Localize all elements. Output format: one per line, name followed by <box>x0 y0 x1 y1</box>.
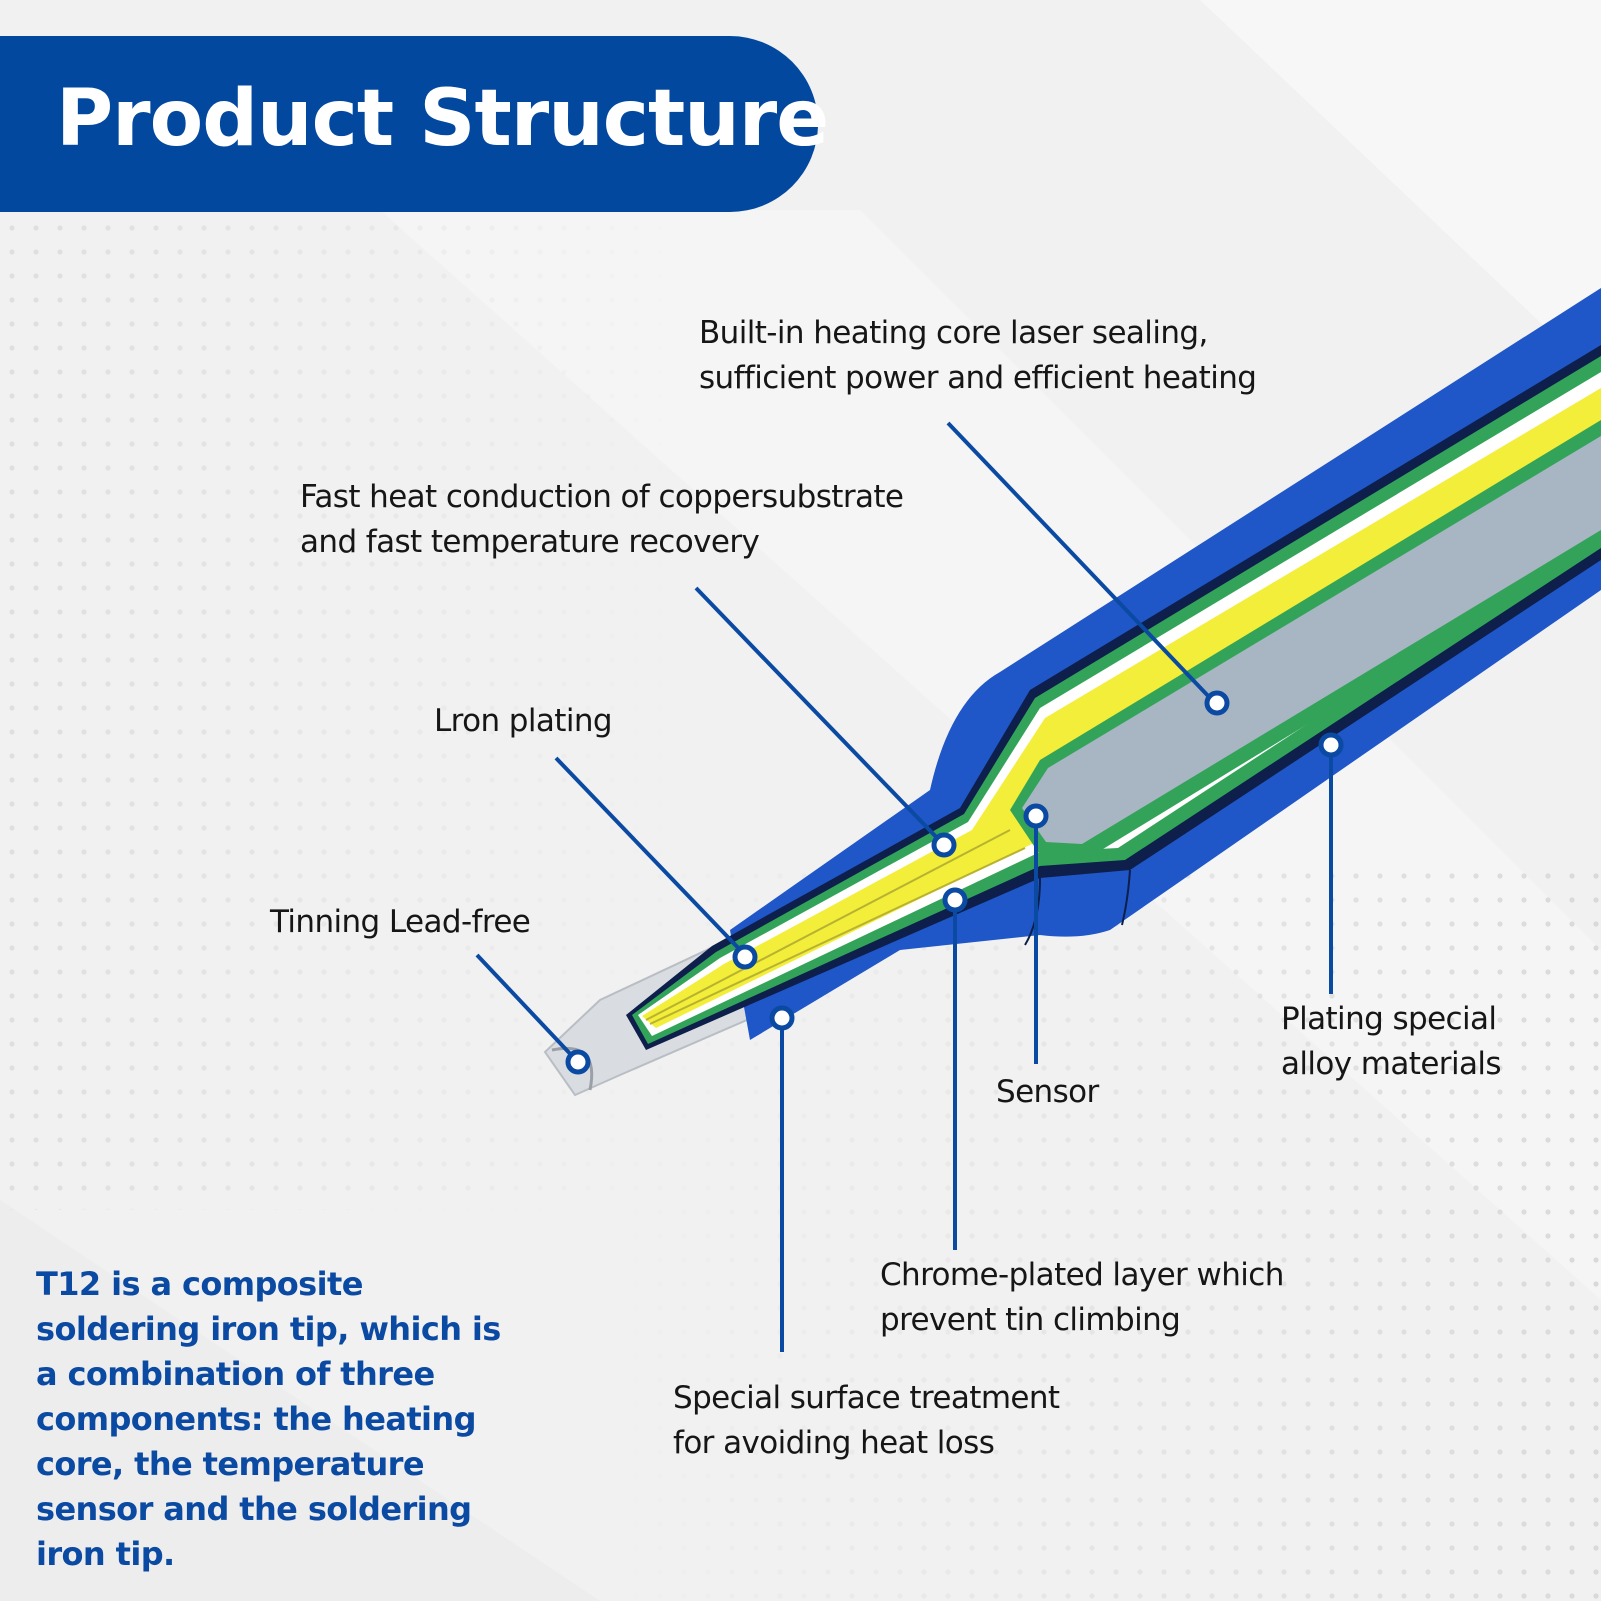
callout-tinning: Tinning Lead-free <box>270 900 531 945</box>
callout-heating-core: Built-in heating core laser sealing, suf… <box>699 311 1257 401</box>
callout-surface: Special surface treatment for avoiding h… <box>673 1376 1060 1466</box>
marker-sensor <box>1023 803 1049 829</box>
marker-copper-substrate <box>931 832 957 858</box>
leader-line-iron-plating <box>554 756 747 957</box>
callout-copper-substrate: Fast heat conduction of coppersubstrate … <box>300 475 904 565</box>
callout-line: Plating special <box>1281 1001 1497 1037</box>
description-line: a combination of three <box>36 1355 435 1393</box>
marker-alloy <box>1318 732 1344 758</box>
callout-line: prevent tin climbing <box>880 1302 1181 1338</box>
description-line: core, the temperature <box>36 1445 425 1483</box>
copper-substrate-layer <box>642 388 1601 1028</box>
leader-line-tinning <box>475 953 578 1062</box>
description-line: soldering iron tip, which is <box>36 1310 501 1348</box>
callout-line: Lron plating <box>434 703 613 739</box>
marker-heating-core <box>1204 690 1230 716</box>
inner-line <box>649 847 1026 1025</box>
callout-line: Special surface treatment <box>673 1380 1060 1416</box>
callout-line: alloy materials <box>1281 1046 1502 1082</box>
callout-chrome: Chrome-plated layer which prevent tin cl… <box>880 1253 1284 1343</box>
product-description: T12 is a composite soldering iron tip, w… <box>36 1262 506 1577</box>
description-line: sensor and the soldering <box>36 1490 472 1528</box>
callout-line: Tinning Lead-free <box>270 904 531 940</box>
callout-line: and fast temperature recovery <box>300 524 760 560</box>
marker-surface <box>769 1005 795 1031</box>
callout-iron-plating: Lron plating <box>434 699 613 744</box>
marker-tinning <box>565 1049 591 1075</box>
marker-iron-plating <box>732 944 758 970</box>
callout-line: Fast heat conduction of coppersubstrate <box>300 479 904 515</box>
marker-chrome <box>942 887 968 913</box>
callout-line: sufficient power and efficient heating <box>699 360 1257 396</box>
callout-line: Chrome-plated layer which <box>880 1257 1284 1293</box>
leader-line-heating-core <box>946 421 1214 702</box>
title-banner <box>0 36 818 212</box>
callout-line: Built-in heating core laser sealing, <box>699 315 1208 351</box>
description-line: iron tip. <box>36 1535 175 1573</box>
callout-line: Sensor <box>996 1074 1099 1110</box>
page-title: Product Structure <box>56 74 829 164</box>
inner-line <box>645 829 1011 1021</box>
description-line: components: the heating <box>36 1400 476 1438</box>
shell-edge <box>1121 869 1131 926</box>
heating-core <box>1022 436 1601 844</box>
callout-line: for avoiding heat loss <box>673 1425 995 1461</box>
callout-sensor: Sensor <box>996 1070 1099 1115</box>
leader-line-copper-substrate <box>694 586 944 845</box>
callout-alloy: Plating special alloy materials <box>1281 997 1502 1087</box>
description-line: T12 is a composite <box>36 1265 363 1303</box>
